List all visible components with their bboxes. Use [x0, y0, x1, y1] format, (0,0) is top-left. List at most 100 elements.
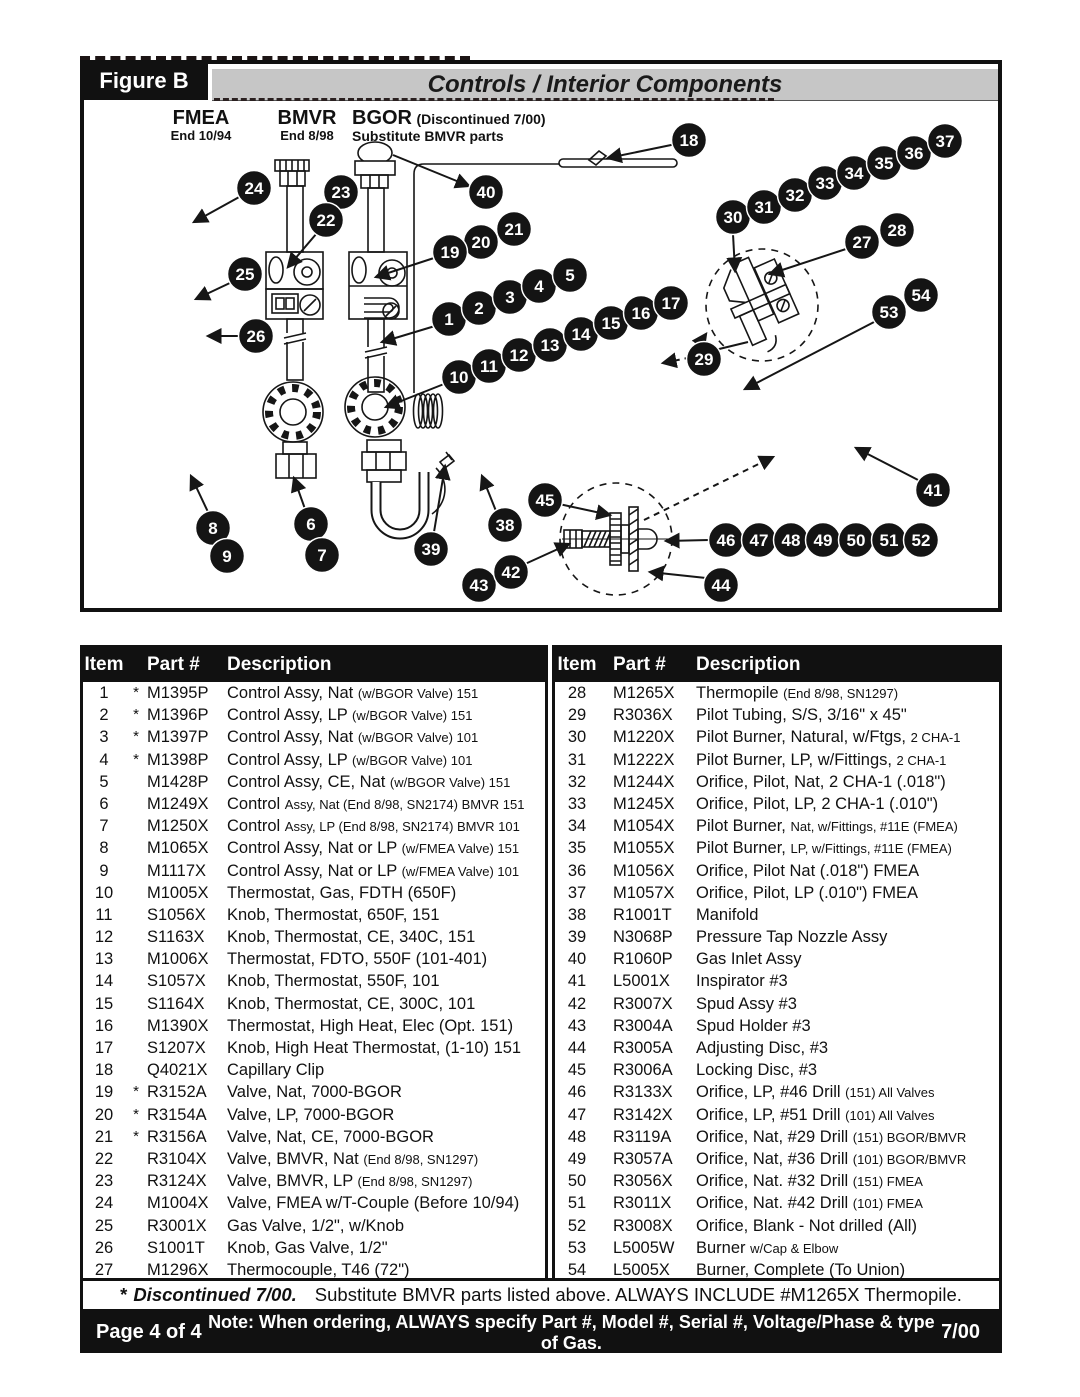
item-number: 42 [567, 994, 587, 1013]
part-description: Orifice, Nat. #42 Drill (101) FMEA [696, 1194, 923, 1213]
callout-number: 28 [888, 221, 907, 240]
part-number: R3133X [613, 1083, 673, 1102]
discontinued-star [599, 1148, 613, 1170]
item-number: 30 [567, 728, 587, 747]
part-number: N3068P [613, 928, 673, 947]
part-number: R3156A [147, 1127, 207, 1146]
callout-number: 20 [472, 233, 491, 252]
item-number: 49 [567, 1149, 587, 1168]
part-number: M1296X [147, 1260, 209, 1279]
item-number: 41 [567, 972, 587, 991]
part-number: M1396P [147, 706, 209, 725]
part-number: L5005X [613, 1260, 670, 1279]
figure-box: Figure B Controls / Interior Components … [80, 60, 1002, 612]
callout-bubble-5 [551, 256, 589, 294]
part-description-detail: (151) All Valves [845, 1085, 935, 1101]
discontinued-star [599, 1104, 613, 1126]
discontinued-star [125, 1192, 147, 1214]
discontinued-star [599, 793, 613, 815]
part-number: M1117X [147, 861, 207, 880]
part-number: S1056X [147, 905, 206, 924]
discontinued-star [125, 926, 147, 948]
part-description: Control Assy, Nat (w/BGOR Valve) 151 [227, 684, 479, 702]
item-number: 14 [94, 972, 114, 991]
part-number: M1250X [147, 817, 209, 836]
part-number: M1390X [147, 1016, 209, 1035]
discontinued-star [599, 1015, 613, 1037]
part-description: Manifold [696, 905, 759, 924]
callout-number: 43 [470, 576, 489, 595]
part-number: R3036X [613, 706, 673, 725]
table-header: Item Part # Description [83, 648, 545, 682]
part-number: M1004X [147, 1194, 209, 1213]
part-number: M1428P [147, 772, 209, 791]
header-item: Item [84, 654, 124, 675]
callout-bubble-41 [914, 471, 952, 509]
discontinued-star [125, 904, 147, 926]
callout-number: 29 [695, 350, 714, 369]
figure-label: Figure B [80, 63, 208, 100]
discontinued-star [125, 793, 147, 815]
callout-bubble-54 [902, 276, 940, 314]
part-number: R3142X [613, 1105, 673, 1124]
callout-number: 50 [847, 531, 866, 550]
callout-number: 18 [680, 131, 699, 150]
part-description: Valve, BMVR, LP (End 8/98, SN1297) [227, 1172, 473, 1191]
part-number: M1265X [613, 684, 675, 702]
discontinued-star [599, 682, 613, 704]
item-number: 15 [94, 994, 114, 1013]
part-description: Thermopile (End 8/98, SN1297) [696, 684, 899, 702]
callout-bubble-38 [486, 506, 524, 544]
item-number: 3 [99, 728, 109, 747]
part-description: Orifice, Pilot, LP (.010") FMEA [696, 883, 918, 902]
part-description: Thermocouple, T46 (72") [227, 1260, 410, 1279]
part-description-detail: (w/BGOR Valve) 151 [389, 774, 511, 790]
callout-number: 52 [912, 531, 931, 550]
discontinued-star [599, 926, 613, 948]
part-number: R3004A [613, 1016, 673, 1035]
discontinued-star [599, 704, 613, 726]
discontinued-star: * [133, 728, 139, 746]
part-number: Q4021X [147, 1061, 208, 1080]
part-number: R3104X [147, 1149, 207, 1168]
callout-bubble-17 [652, 284, 690, 322]
legend-bmvr: BMVR End 8/98 [262, 107, 352, 143]
part-description: Valve, FMEA w/T-Couple (Before 10/94) [227, 1194, 520, 1213]
part-description-detail: (w/BGOR Valve) 101 [352, 752, 473, 768]
part-description-detail: (101) BGOR/BMVR [852, 1151, 967, 1167]
item-number: 31 [567, 750, 587, 769]
part-number: M1055X [613, 839, 675, 858]
part-description-detail: w/Cap & Elbow [750, 1240, 839, 1256]
discontinued-star [599, 904, 613, 926]
part-number: M1057X [613, 883, 675, 902]
callout-number: 14 [572, 325, 591, 344]
callout-number: 33 [816, 174, 835, 193]
item-number: 50 [567, 1172, 587, 1191]
legend-fmea: FMEA End 10/94 [156, 107, 246, 143]
part-description: Control Assy, CE, Nat (w/BGOR Valve) 151 [227, 772, 511, 791]
part-number: M1065X [147, 839, 209, 858]
callout-number: 53 [880, 303, 899, 322]
item-number: 54 [567, 1260, 587, 1279]
part-number: R3124X [147, 1172, 207, 1191]
part-number: R1001T [613, 905, 672, 924]
callout-number: 34 [845, 164, 864, 183]
part-description: Knob, Thermostat, CE, 340C, 151 [227, 928, 476, 947]
